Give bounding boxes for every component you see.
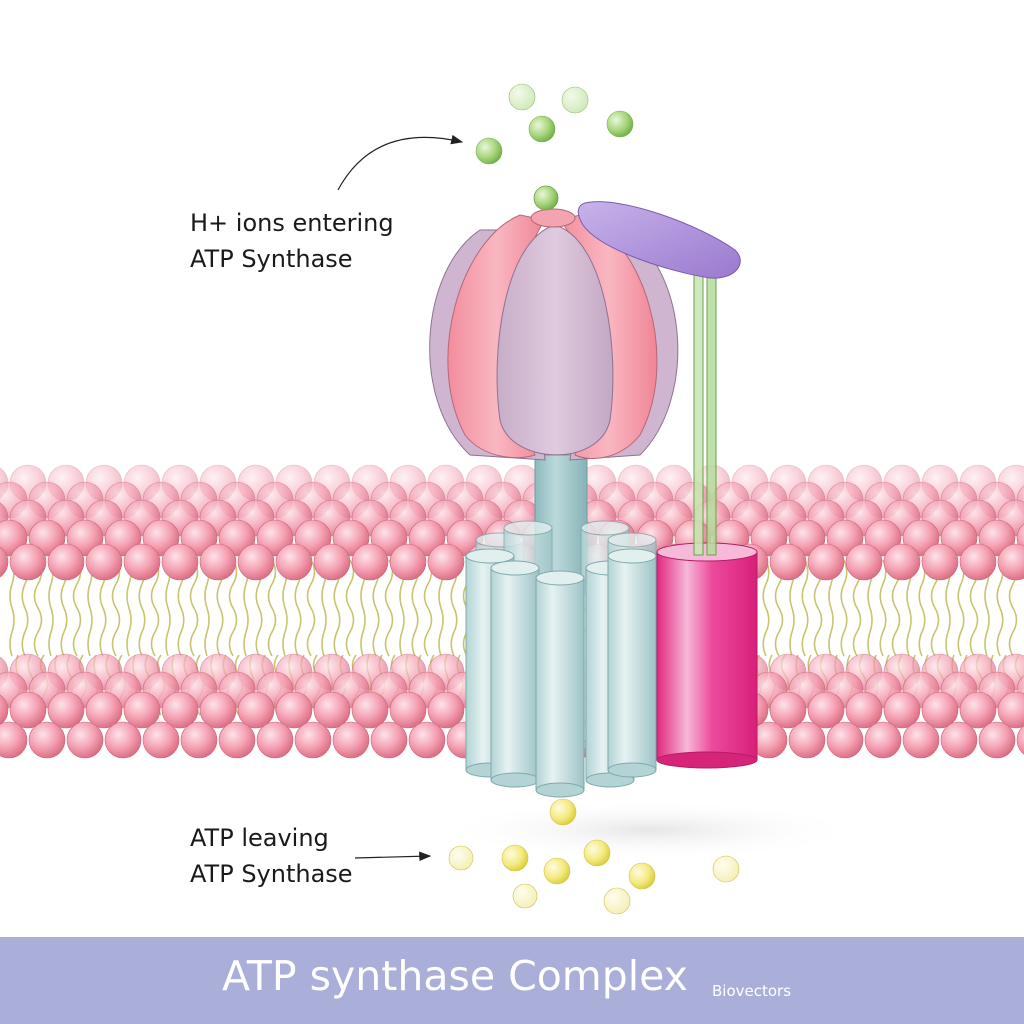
lipid-head — [314, 544, 350, 580]
atp-arrow — [355, 856, 430, 858]
lipid-head — [846, 544, 882, 580]
atp-molecule — [713, 856, 739, 882]
lipid-head — [48, 544, 84, 580]
c-subunit — [536, 571, 584, 797]
lipid-tail — [269, 560, 276, 656]
lipid-head — [238, 692, 274, 728]
lipid-head — [105, 722, 141, 758]
lipid-head — [219, 722, 255, 758]
atp-molecule — [584, 840, 610, 866]
atp-molecule — [449, 846, 473, 870]
proton-entering — [534, 186, 558, 210]
lipid-head — [770, 692, 806, 728]
atp-label-line-2: ATP Synthase — [190, 856, 353, 892]
lipid-tail — [763, 560, 769, 656]
lipid-head — [979, 722, 1015, 758]
lipid-head — [960, 544, 996, 580]
lipid-head — [808, 692, 844, 728]
atp-molecule — [513, 884, 537, 908]
proton — [562, 87, 588, 113]
lipid-head — [789, 722, 825, 758]
lipid-head — [124, 692, 160, 728]
lipid-head — [86, 544, 122, 580]
lipid-tail — [308, 560, 315, 656]
lipid-head — [333, 722, 369, 758]
lipid-tail — [958, 560, 964, 656]
atp-molecule — [502, 845, 528, 871]
lipid-head — [352, 544, 388, 580]
lipid-head — [827, 722, 863, 758]
atp-molecule — [604, 888, 630, 914]
lipid-head — [143, 722, 179, 758]
lipid-tail — [386, 560, 393, 656]
lipid-head — [162, 544, 198, 580]
lipid-tail — [919, 560, 925, 656]
h-ions-arrow — [338, 137, 462, 190]
lipid-head — [770, 544, 806, 580]
atp-molecule — [550, 799, 576, 825]
lipid-head — [846, 692, 882, 728]
h-ions-label-line-1: H+ ions entering — [190, 205, 394, 241]
lipid-head — [276, 544, 312, 580]
lipid-head — [86, 692, 122, 728]
lipid-head — [941, 722, 977, 758]
atp-label: ATP leaving ATP Synthase — [190, 820, 353, 892]
footer-title: ATP synthase Complex — [222, 952, 688, 1000]
lipid-head — [295, 722, 331, 758]
lipid-head — [903, 722, 939, 758]
lipid-tail — [347, 560, 354, 656]
lipid-head — [238, 544, 274, 580]
h-ions-label-line-2: ATP Synthase — [190, 241, 394, 277]
lipid-tail — [49, 560, 53, 656]
h-ions-label: H+ ions entering ATP Synthase — [190, 205, 394, 277]
lipid-head — [29, 722, 65, 758]
atp-molecule — [629, 863, 655, 889]
lipid-tail — [10, 560, 14, 656]
lipid-head — [314, 692, 350, 728]
lipid-head — [371, 722, 407, 758]
lipid-head — [428, 544, 464, 580]
lipid-head — [352, 692, 388, 728]
lipid-head — [390, 692, 426, 728]
lipid-tail — [880, 560, 886, 656]
proton — [529, 116, 555, 142]
lipid-tail — [997, 560, 1003, 656]
lipid-head — [181, 722, 217, 758]
lipid-head — [162, 692, 198, 728]
lipid-head — [10, 544, 46, 580]
lipid-head — [409, 722, 445, 758]
a-subunit — [657, 543, 757, 768]
c-subunit — [608, 549, 656, 777]
c-subunit — [491, 561, 539, 787]
lipid-head — [10, 692, 46, 728]
lipid-head — [884, 692, 920, 728]
complex-shadow — [440, 800, 860, 860]
lipid-tail — [841, 560, 847, 656]
lipid-head — [922, 544, 958, 580]
proton-cluster — [476, 84, 633, 164]
lipid-tail — [802, 560, 808, 656]
lipid-head — [884, 544, 920, 580]
lipid-head — [922, 692, 958, 728]
lipid-head — [200, 692, 236, 728]
atp-molecule — [544, 858, 570, 884]
lipid-head — [808, 544, 844, 580]
lipid-head — [124, 544, 160, 580]
lipid-head — [390, 544, 426, 580]
lipid-head — [48, 692, 84, 728]
lipid-head — [865, 722, 901, 758]
lipid-head — [200, 544, 236, 580]
lipid-head — [67, 722, 103, 758]
lipid-tail — [425, 560, 432, 656]
proton — [509, 84, 535, 110]
footer-credit: Biovectors — [712, 982, 791, 1000]
proton — [607, 111, 633, 137]
atp-label-line-1: ATP leaving — [190, 820, 353, 856]
proton — [476, 138, 502, 164]
lipid-head — [257, 722, 293, 758]
lipid-head — [960, 692, 996, 728]
lipid-head — [276, 692, 312, 728]
lipid-head — [428, 692, 464, 728]
